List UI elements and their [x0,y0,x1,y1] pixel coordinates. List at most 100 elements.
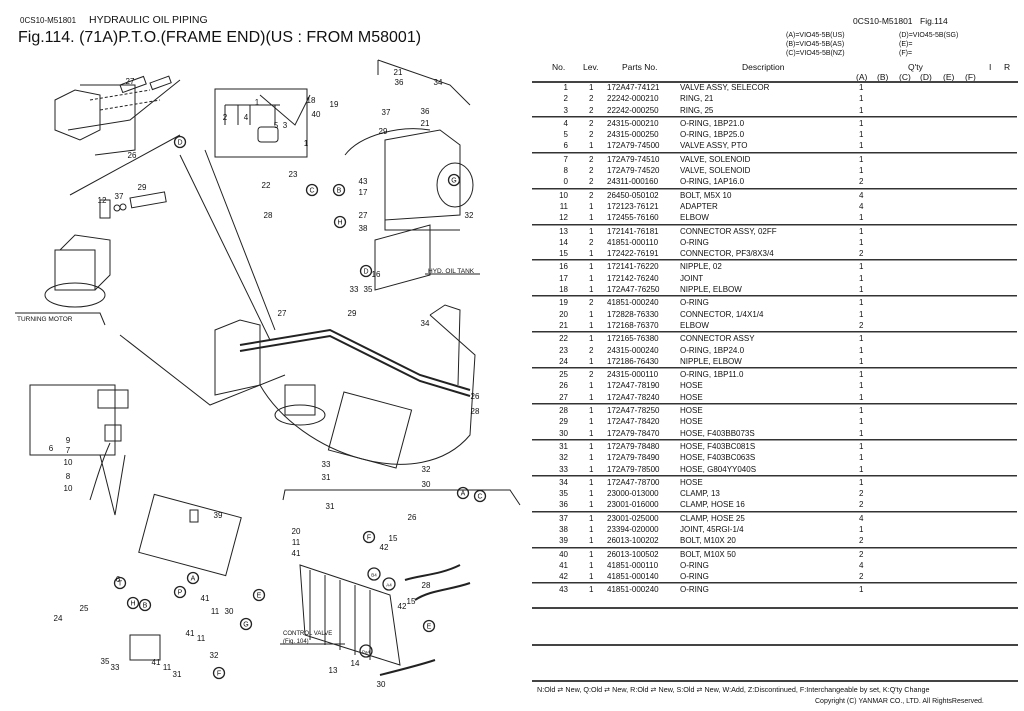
description: JOINT, 45RGI-1/4 [680,524,744,534]
copyright: Copyright (C) YANMAR CO., LTD. All Right… [815,698,984,705]
callout-35: 35 [364,285,373,294]
svg-text:P: P [178,590,183,597]
col-i: I [989,62,992,72]
qty-a: 1 [859,166,864,176]
level: 1 [589,83,594,92]
group-separator [532,403,1017,406]
part-number: 23000-013000 [607,489,659,499]
part-number: 172A47-78190 [607,381,660,391]
level: 1 [589,262,594,272]
level: 1 [589,513,594,523]
part-number: 172A47-78250 [607,406,660,416]
callout-24: 24 [54,614,63,623]
svg-text:A4: A4 [386,583,392,588]
connector-pa4-marker: Pa4 [359,644,373,658]
description: O-RING, 1AP16.0 [680,177,745,187]
part-number: 24311-000160 [607,177,659,187]
qty-a: 2 [859,536,864,546]
qty-a: 2 [859,500,864,510]
svg-text:E: E [257,593,262,600]
callout-16: 16 [372,270,381,279]
pto-valve-assembly [129,493,242,661]
part-number: 172A79-78490 [607,453,660,463]
col-qty-a: (A) [856,72,868,82]
qty-a: 1 [859,213,864,223]
description: CLAMP, HOSE 25 [680,513,745,523]
qty-a: 1 [859,334,864,344]
qty-a: 1 [859,453,864,463]
qty-a: 1 [859,94,864,104]
qty-a: 1 [859,262,864,272]
callout-20: 20 [292,527,301,536]
level: 1 [589,489,594,499]
item-number: 19 [559,298,568,308]
connector-b-marker: B [332,183,346,197]
item-number: 36 [559,500,568,510]
description: BOLT, M10X 50 [680,549,736,559]
item-number: 24 [559,356,568,366]
item-number: 43 [559,585,568,595]
callout-1: 1 [255,98,260,107]
item-number: 32 [559,453,568,463]
qty-a: 4 [859,190,864,200]
description: HOSE, G804YY040S [680,464,757,474]
item-number: 12 [559,213,568,223]
connector-d-marker: D [359,264,373,278]
callout-31: 31 [322,473,331,482]
callout-22: 22 [262,181,271,190]
control-valve-label: CONTROL VALVE [283,631,332,637]
level: 1 [589,356,594,366]
part-number: 172186-76430 [607,356,659,366]
item-number: 20 [559,309,568,319]
level: 2 [589,118,594,128]
item-number: 4 [563,118,568,128]
hyd-oil-tank-label: HYD. OIL TANK [428,268,475,275]
level: 1 [589,141,594,151]
level: 1 [589,572,594,582]
callout-43: 43 [359,177,368,186]
machine-frame-overview [214,304,476,469]
qty-a: 2 [859,572,864,582]
qty-a: 1 [859,298,864,308]
part-number: 172A47-78240 [607,392,660,402]
header-rule [532,81,1018,83]
item-number: 18 [559,285,568,295]
connector-g-marker: G [239,617,253,631]
connector-e-marker: E [252,588,266,602]
qty-a: 1 [859,118,864,128]
item-number: 5 [563,130,568,140]
level: 2 [589,166,594,176]
item-number: 35 [559,489,568,499]
qty-a: 1 [859,285,864,295]
item-number: 6 [563,141,568,151]
svg-text:Pa4: Pa4 [362,650,371,655]
callout-38: 38 [359,224,368,233]
item-number: 31 [559,441,568,451]
part-number: 41851-000110 [607,560,659,570]
svg-text:F: F [217,671,221,678]
description: RING, 25 [680,105,714,115]
connector-t-marker: T [113,576,127,590]
connector-c-marker: C [305,183,319,197]
col-qty-b: (B) [877,72,889,82]
svg-text:H: H [337,220,342,227]
callout-34: 34 [421,319,430,328]
part-number: 41851-000140 [607,572,659,582]
callout-14: 14 [351,659,360,668]
callout-11: 11 [197,634,206,643]
callout-27: 27 [359,211,368,220]
level: 1 [589,201,594,211]
qty-a: 1 [859,441,864,451]
callout-3: 3 [283,121,288,130]
callout-32: 32 [465,211,474,220]
description: O-RING [680,298,709,308]
